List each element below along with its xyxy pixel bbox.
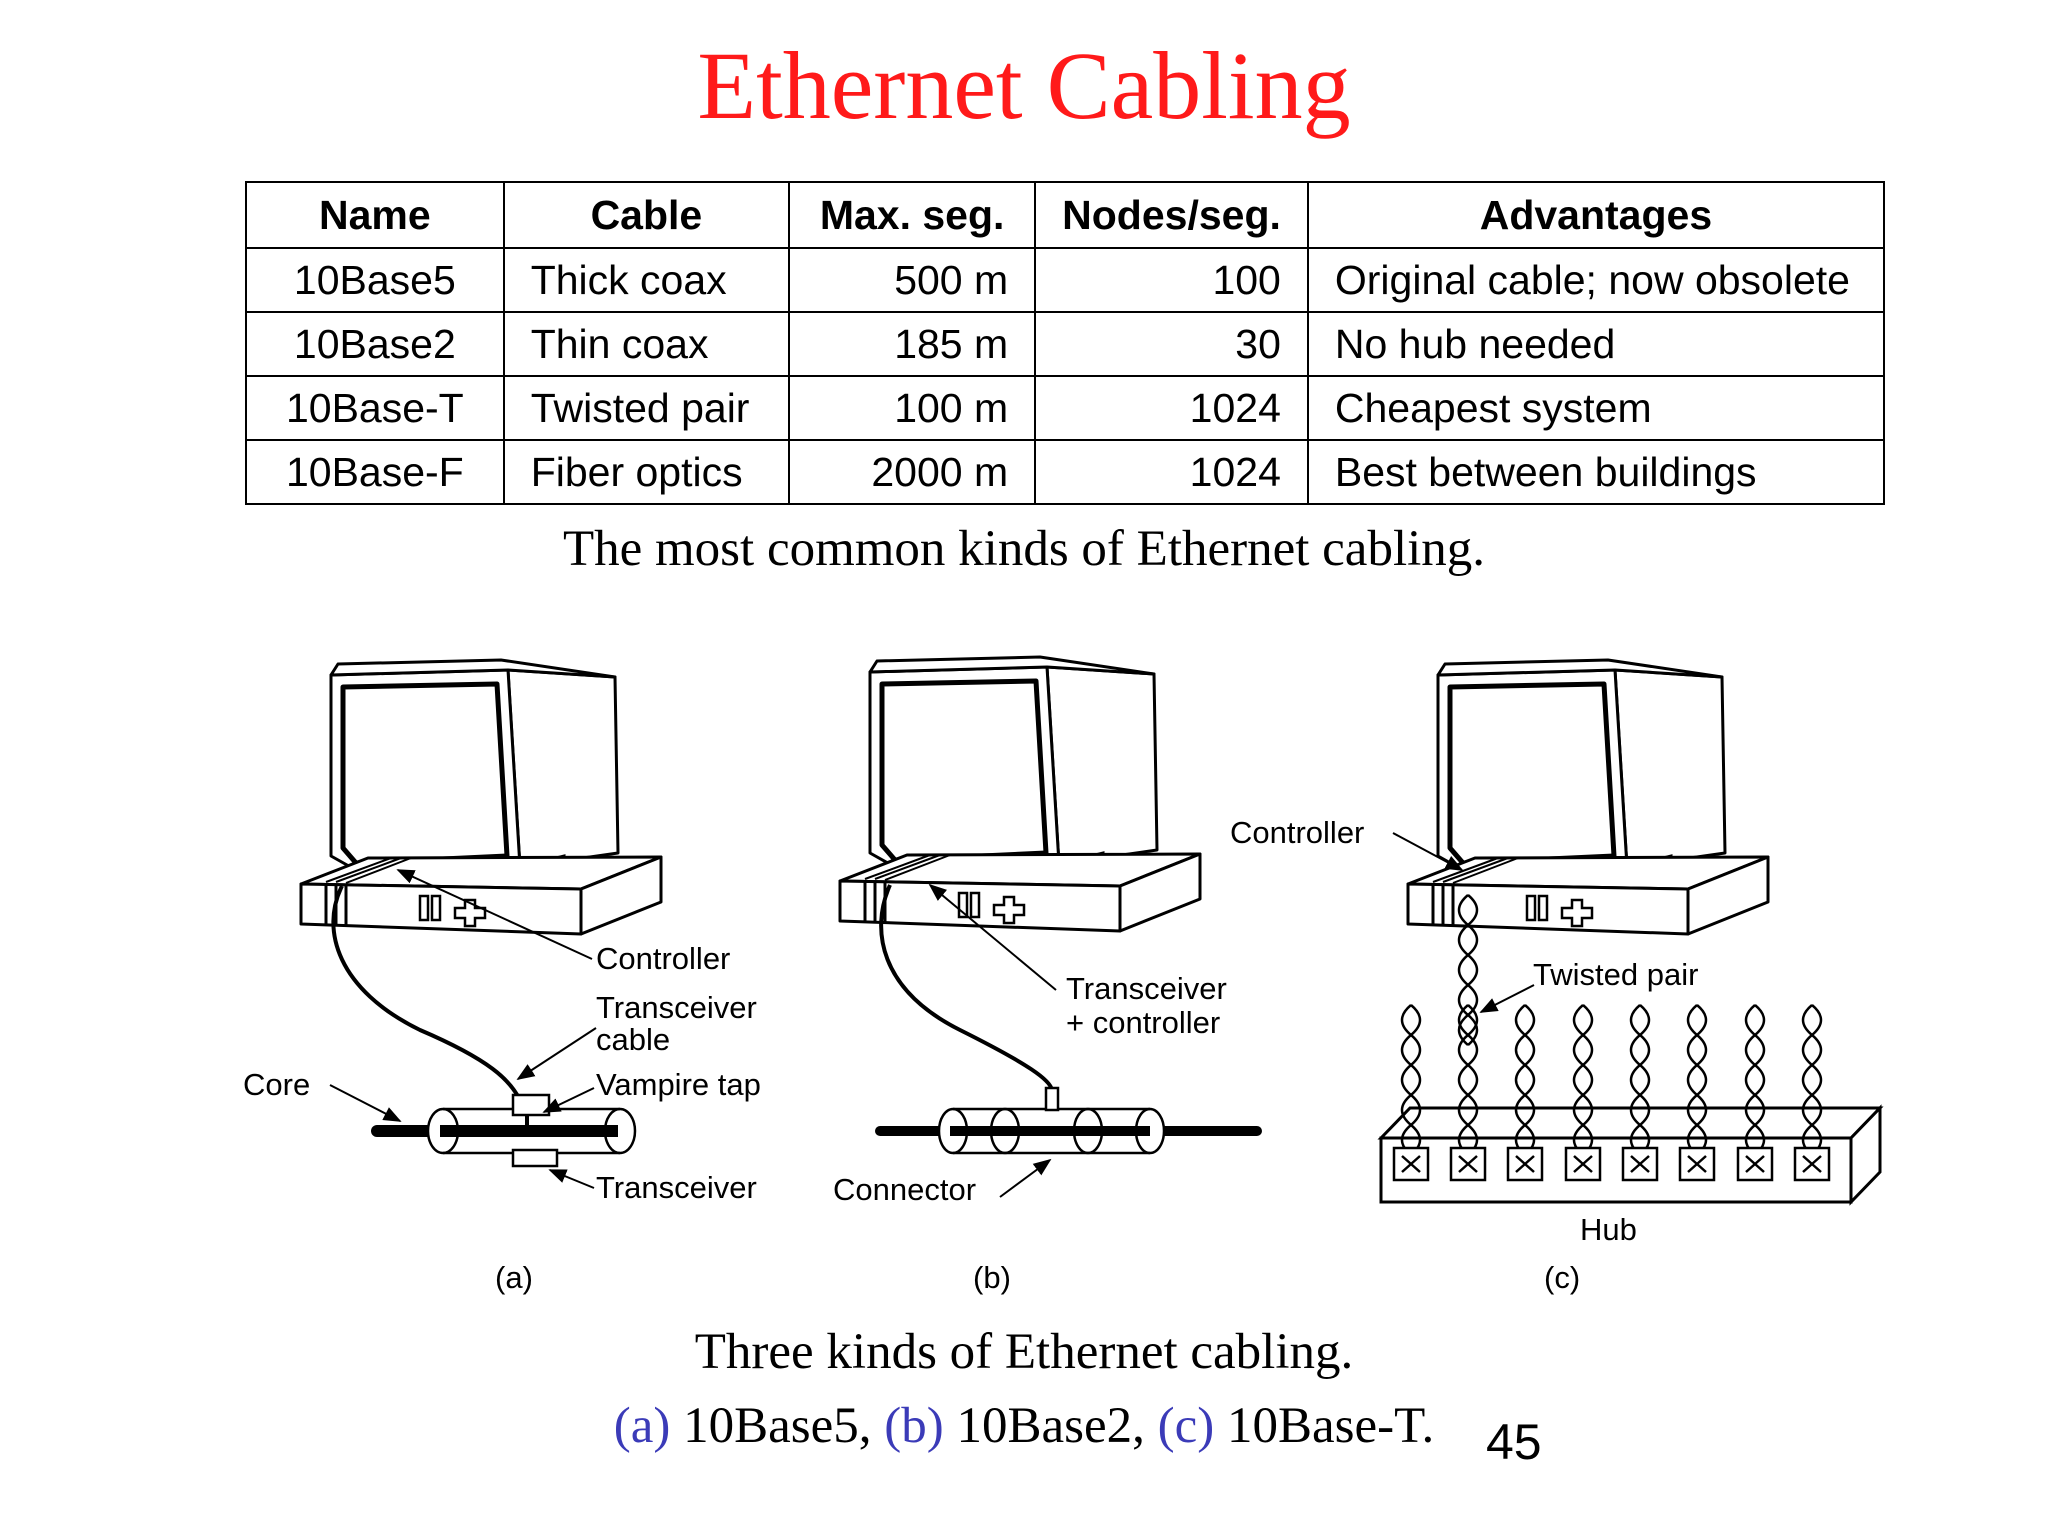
cell-name: 10Base-T <box>245 375 505 441</box>
label-transceiver-controller-2: + controller <box>1066 1005 1220 1040</box>
cell-name: 10Base5 <box>245 247 505 313</box>
label-controller-c: Controller <box>1230 815 1364 850</box>
label-c: (c) <box>1544 1260 1580 1295</box>
table-row: 10Base-T Twisted pair 100 m 1024 Cheapes… <box>245 375 1886 441</box>
slide-title: Ethernet Cabling <box>697 32 1351 139</box>
cell-nodes: 1024 <box>1034 375 1309 441</box>
label-connector: Connector <box>833 1172 976 1207</box>
diagram-b: Transceiver + controller Connector (b) <box>833 657 1262 1295</box>
figure-caption-line1: Three kinds of Ethernet cabling. <box>694 1324 1354 1380</box>
cell-nodes: 100 <box>1034 247 1309 313</box>
diagram-a: Controller Transceiver cable Vampire tap… <box>243 660 761 1295</box>
caption-c-text: 10Base-T. <box>1214 1398 1435 1454</box>
cell-advantages: Cheapest system <box>1306 375 1886 441</box>
page-number: 45 <box>1486 1414 1542 1470</box>
cell-nodes: 30 <box>1034 311 1309 377</box>
cell-advantages: No hub needed <box>1306 311 1886 377</box>
table-row: 10Base5 Thick coax 500 m 100 Original ca… <box>245 247 1886 313</box>
cell-cable: Thin coax <box>502 311 791 377</box>
diagram-c: Controller Twisted pair Hub (c) <box>1230 660 1884 1295</box>
cabling-table: Name Cable Max. seg. Nodes/seg. Advantag… <box>245 181 1886 505</box>
label-controller-a: Controller <box>596 941 730 976</box>
label-transceiver: Transceiver <box>596 1170 757 1205</box>
cell-advantages: Best between buildings <box>1306 439 1886 505</box>
cell-cable: Twisted pair <box>502 375 791 441</box>
header-max-seg: Max. seg. <box>788 181 1037 249</box>
header-cable: Cable <box>502 181 791 249</box>
cell-cable: Fiber optics <box>502 439 791 505</box>
label-a: (a) <box>495 1260 533 1295</box>
cell-max-seg: 100 m <box>788 375 1037 441</box>
caption-b-text: 10Base2, <box>943 1398 1158 1454</box>
table-caption: The most common kinds of Ethernet cablin… <box>562 521 1486 577</box>
header-nodes-seg: Nodes/seg. <box>1034 181 1309 249</box>
caption-c: (c) <box>1157 1398 1215 1454</box>
label-twisted-pair: Twisted pair <box>1533 957 1698 992</box>
cell-name: 10Base-F <box>245 439 505 505</box>
header-advantages: Advantages <box>1306 181 1886 249</box>
label-transceiver-cable-1: Transceiver <box>596 990 757 1025</box>
label-core: Core <box>243 1067 310 1102</box>
caption-a-text: 10Base5, <box>670 1398 885 1454</box>
table-row: 10Base2 Thin coax 185 m 30 No hub needed <box>245 311 1886 377</box>
cell-max-seg: 185 m <box>788 311 1037 377</box>
cell-name: 10Base2 <box>245 311 505 377</box>
caption-b: (b) <box>884 1398 944 1454</box>
cell-nodes: 1024 <box>1034 439 1309 505</box>
figure-caption-line2: (a) 10Base5, (b) 10Base2, (c) 10Base-T. <box>0 1397 2048 1455</box>
cell-cable: Thick coax <box>502 247 791 313</box>
cell-advantages: Original cable; now obsolete <box>1306 247 1886 313</box>
table-header-row: Name Cable Max. seg. Nodes/seg. Advantag… <box>245 181 1886 249</box>
cell-max-seg: 500 m <box>788 247 1037 313</box>
label-hub: Hub <box>1580 1212 1637 1247</box>
label-transceiver-cable-2: cable <box>596 1022 670 1057</box>
header-name: Name <box>245 181 505 249</box>
table-row: 10Base-F Fiber optics 2000 m 1024 Best b… <box>245 439 1886 505</box>
caption-a: (a) <box>613 1398 671 1454</box>
cell-max-seg: 2000 m <box>788 439 1037 505</box>
label-vampire-tap: Vampire tap <box>596 1067 761 1102</box>
label-transceiver-controller-1: Transceiver <box>1066 971 1227 1006</box>
label-b: (b) <box>973 1260 1011 1295</box>
